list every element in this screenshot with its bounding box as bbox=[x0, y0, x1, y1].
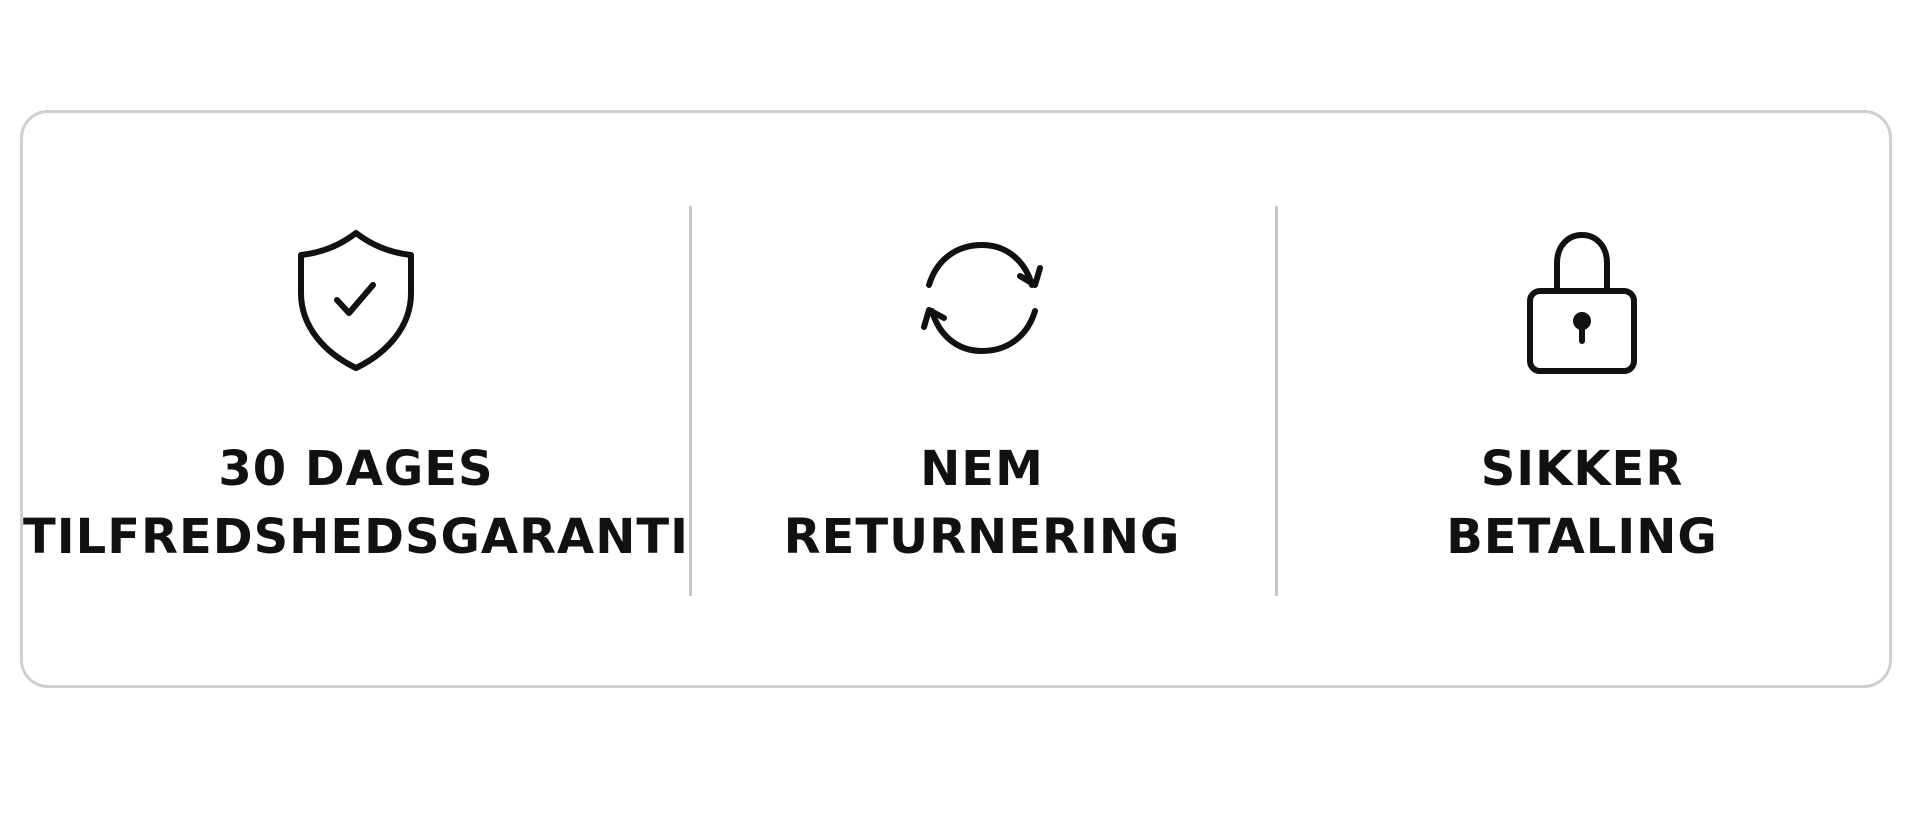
feature-label-line2: TILFREDSHEDSGARANTI bbox=[23, 509, 689, 565]
feature-label-line1: 30 DAGES bbox=[218, 441, 494, 497]
feature-label-line1: SIKKER bbox=[1480, 441, 1684, 497]
divider bbox=[1275, 206, 1278, 596]
refresh-icon bbox=[897, 213, 1067, 383]
feature-secure-payment: SIKKER BETALING bbox=[1275, 113, 1889, 685]
feature-label: SIKKER BETALING bbox=[1275, 435, 1889, 571]
feature-label-line1: NEM bbox=[920, 441, 1044, 497]
feature-label: 30 DAGES TILFREDSHEDSGARANTI bbox=[23, 435, 689, 571]
lock-icon bbox=[1497, 213, 1667, 383]
trust-badges-panel: 30 DAGES TILFREDSHEDSGARANTI NEM RETURNE… bbox=[20, 110, 1892, 688]
divider bbox=[689, 206, 692, 596]
feature-easy-returns: NEM RETURNERING bbox=[689, 113, 1275, 685]
feature-label-line2: BETALING bbox=[1446, 509, 1718, 565]
feature-label-line2: RETURNERING bbox=[783, 509, 1181, 565]
shield-check-icon bbox=[271, 213, 441, 383]
feature-label: NEM RETURNERING bbox=[689, 435, 1275, 571]
feature-satisfaction-guarantee: 30 DAGES TILFREDSHEDSGARANTI bbox=[23, 113, 689, 685]
